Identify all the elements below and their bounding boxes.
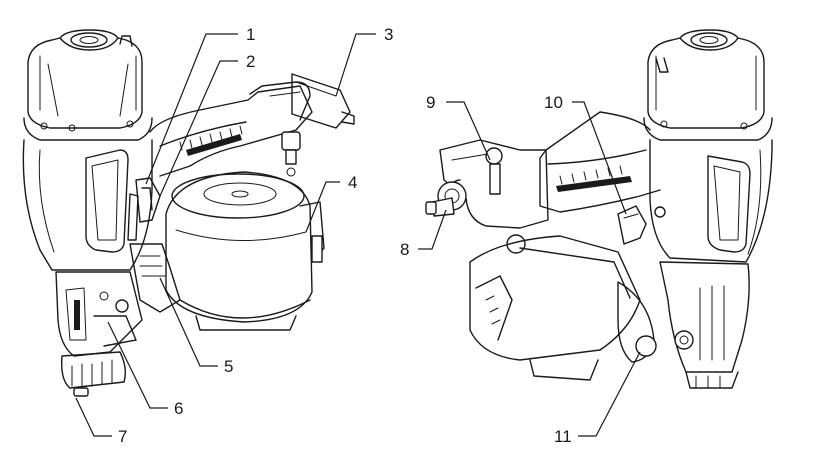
cylinder-cap-left [23,29,153,141]
leader-9 [446,101,491,161]
trigger-right [617,205,666,245]
leader-6 [107,321,168,409]
magazine-left [165,171,325,331]
callout-4: 4 [348,173,357,192]
magazine-right [469,235,657,381]
body-housing-left [22,139,153,271]
leader-10 [572,101,627,215]
nailer-right-view [425,29,773,389]
leader-5 [159,277,218,367]
nose-right [659,261,750,389]
leader-8 [418,209,447,250]
leader-11 [578,351,641,437]
callout-10: 10 [544,93,563,112]
leader-1 [145,33,238,185]
cylinder-cap-right [643,29,773,141]
callout-leaders [75,33,641,437]
handle-left [149,81,313,177]
trigger-left [127,177,161,241]
callout-3: 3 [384,25,393,44]
callout-5: 5 [224,357,233,376]
callout-8: 8 [400,240,409,259]
callout-numbers: 1 2 3 4 5 6 7 8 9 10 11 [118,25,572,446]
body-housing-right [649,139,773,263]
air-plug-left [281,73,355,177]
callout-6: 6 [174,399,183,418]
nailer-left-view [22,29,355,397]
leader-2 [159,60,238,197]
callout-1: 1 [246,25,255,44]
callout-11: 11 [554,427,572,446]
leader-3 [335,33,376,97]
leader-7 [75,397,112,437]
callout-7: 7 [118,427,127,446]
air-plug-right [425,139,549,254]
callout-2: 2 [246,52,255,71]
callout-9: 9 [426,93,435,112]
nose-left [60,351,127,397]
feeder-left [55,243,181,357]
leader-4 [305,181,340,233]
handle-right [539,111,661,213]
